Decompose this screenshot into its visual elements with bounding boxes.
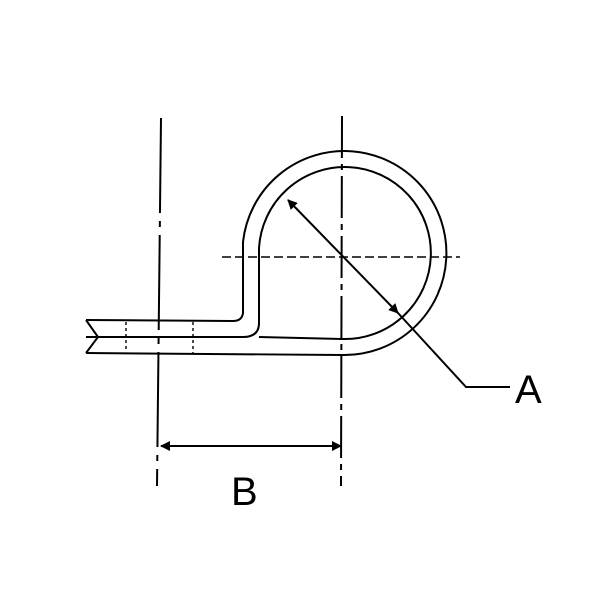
tail-break-symbol — [85, 319, 100, 354]
dimension-a-leader — [397, 312, 510, 388]
dimension-a-label: A — [515, 368, 542, 412]
clip-inner-contour — [86, 166, 432, 341]
right-extension-line — [340, 115, 343, 487]
left-extension-line — [156, 117, 162, 487]
dimension-a-arrow — [287, 199, 399, 314]
clip-outer-contour — [85, 150, 448, 357]
dimension-b-label: B — [231, 470, 258, 514]
